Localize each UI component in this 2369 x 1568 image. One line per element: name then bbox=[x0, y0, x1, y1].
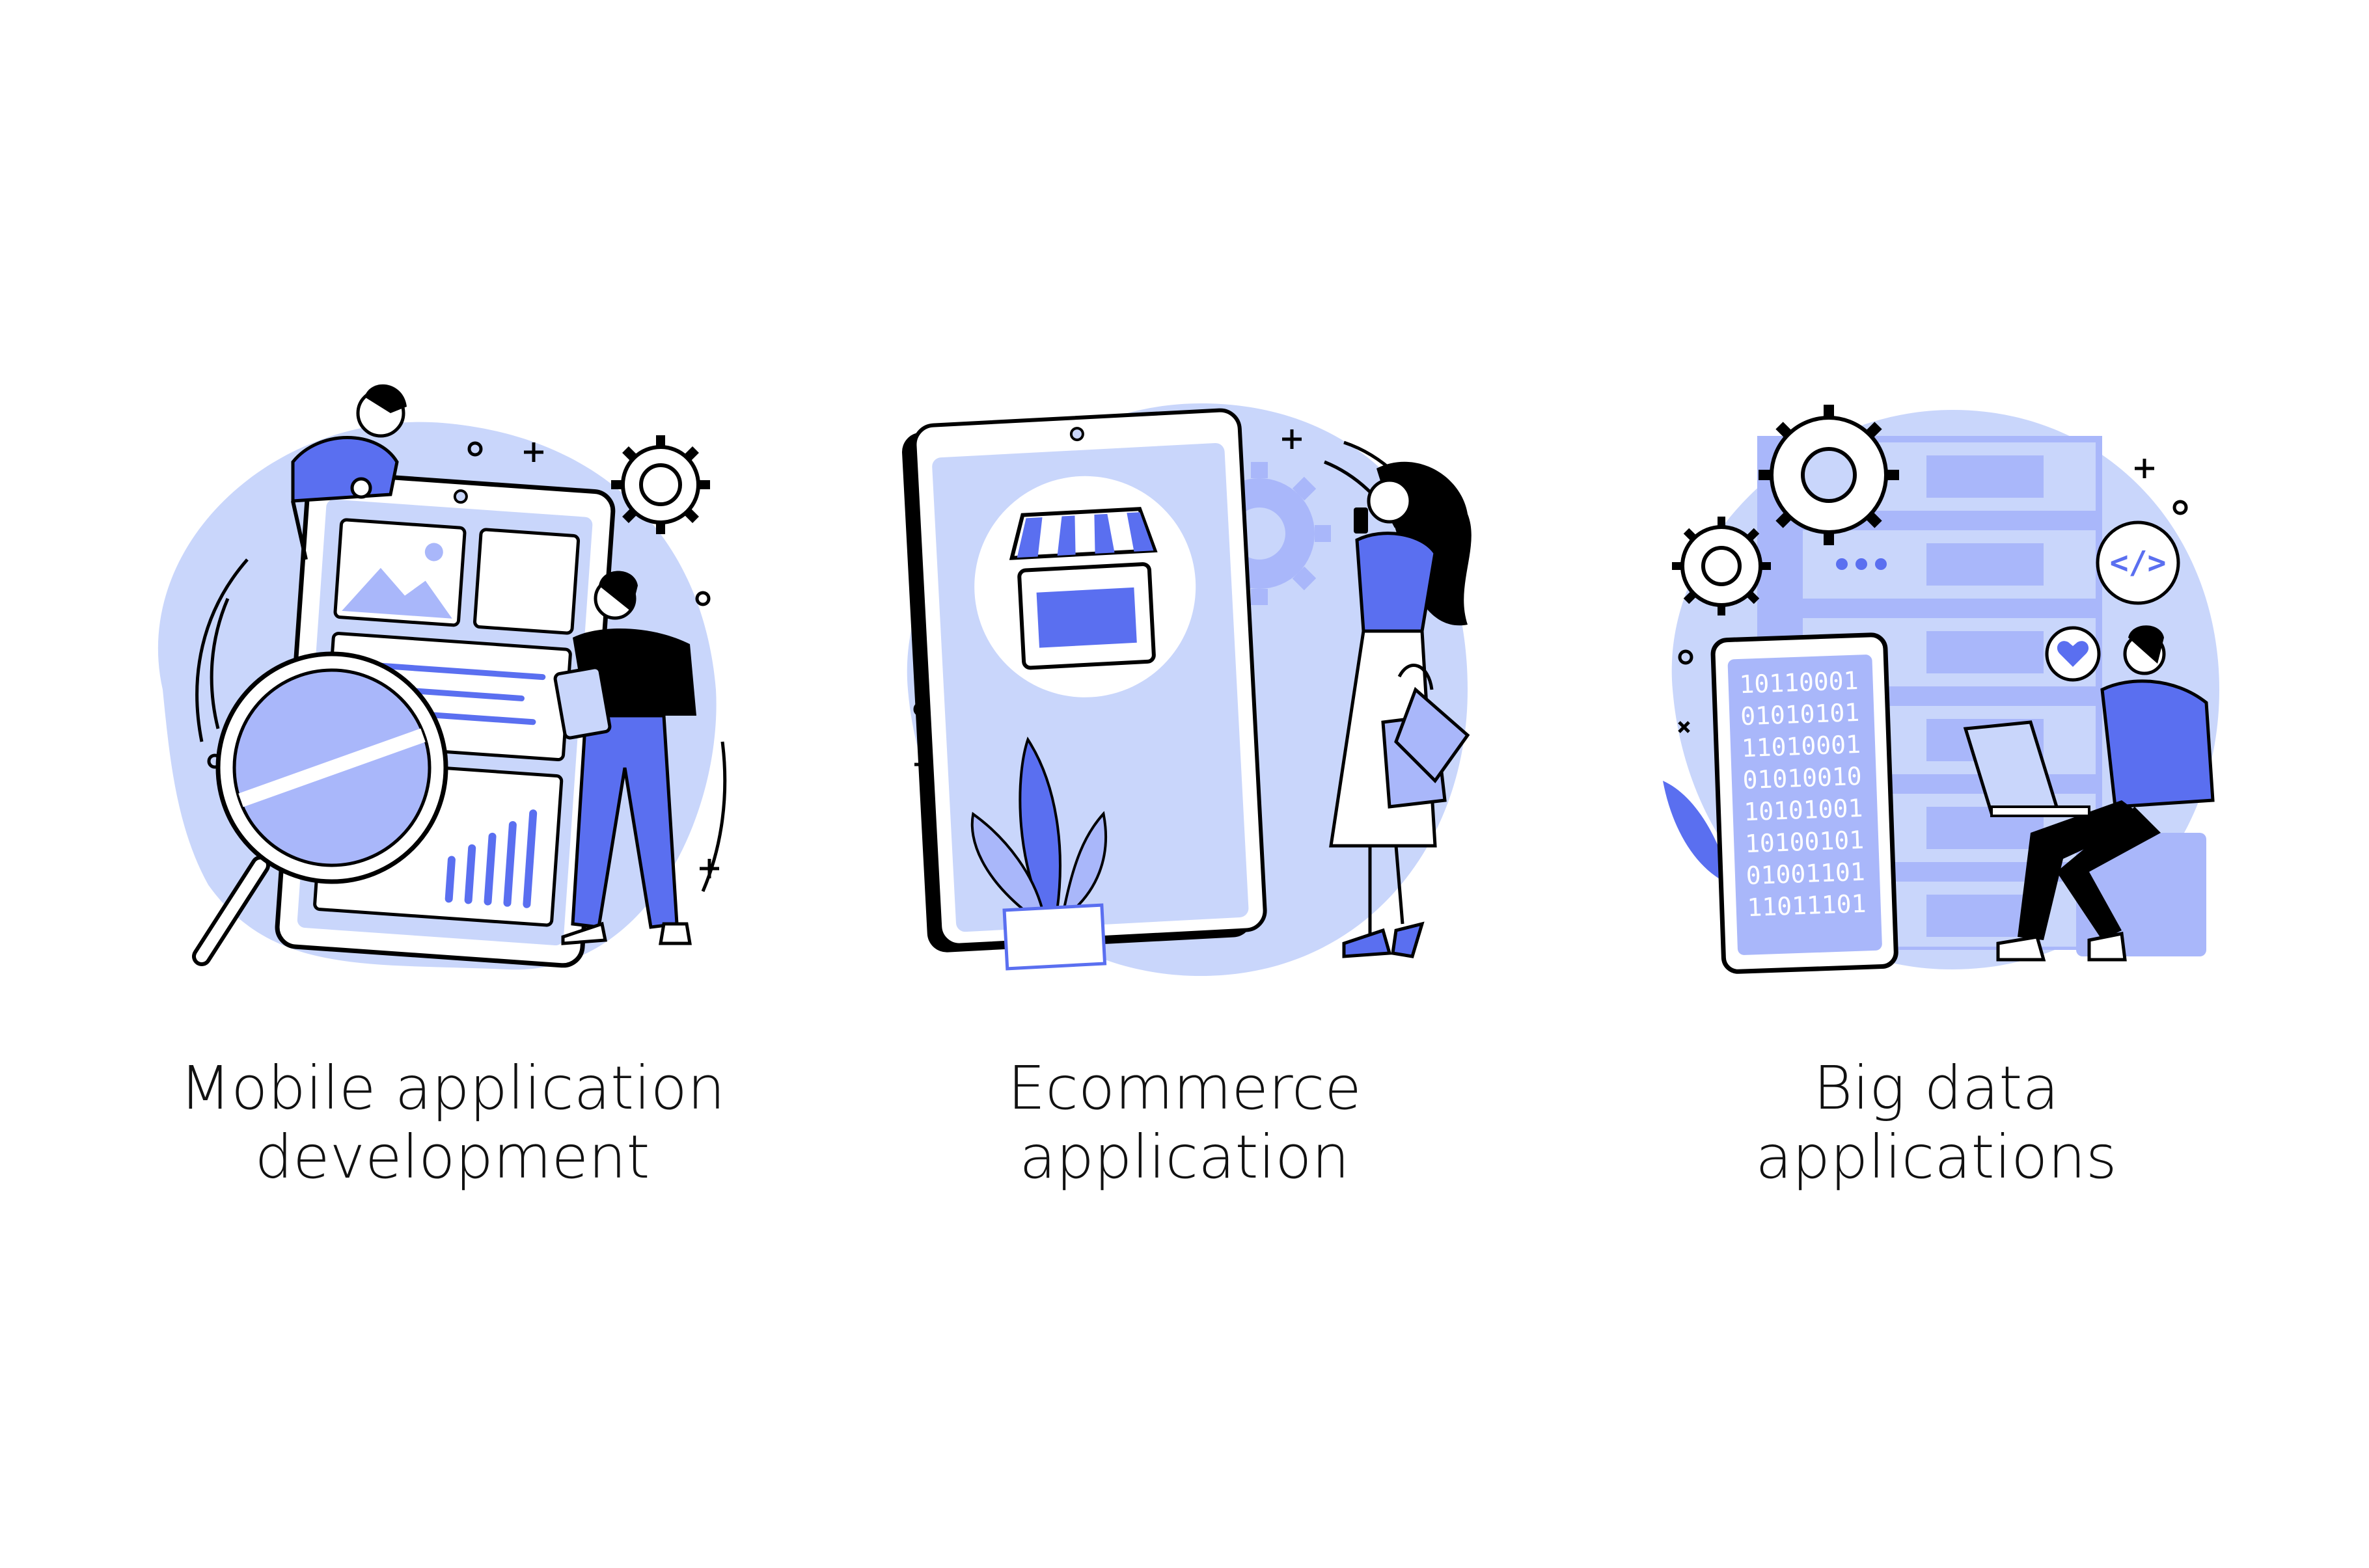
caption-line-1: Big data bbox=[1813, 1053, 2059, 1123]
caption-line-2: applications bbox=[1755, 1122, 2117, 1192]
mobile-app-development-icon bbox=[157, 384, 727, 970]
binary-readout: 10110001 01010101 11010001 01010010 1010… bbox=[1730, 664, 1876, 924]
caption-ecommerce: Ecommerce application bbox=[810, 1054, 1559, 1192]
caption-mobile-app: Mobile application development bbox=[78, 1054, 827, 1192]
binary-row: 10110001 bbox=[1738, 666, 1859, 699]
caption-line-2: application bbox=[1019, 1122, 1350, 1192]
binary-row: 01010010 bbox=[1742, 761, 1863, 795]
illustration-mobile-app: Mobile application development bbox=[78, 0, 827, 1568]
caption-line-1: Mobile application bbox=[179, 1053, 726, 1123]
binary-row: 10100101 bbox=[1744, 825, 1865, 859]
caption-big-data: Big data applications bbox=[1562, 1054, 2310, 1192]
binary-row: 01001101 bbox=[1746, 857, 1866, 891]
big-data-app-icon bbox=[1663, 405, 2219, 974]
binary-row: 01010101 bbox=[1740, 697, 1860, 731]
binary-row: 10101001 bbox=[1743, 793, 1864, 827]
illustration-ecommerce: Ecommerce application bbox=[810, 0, 1559, 1568]
illustration-big-data: 10110001 01010101 11010001 01010010 1010… bbox=[1562, 0, 2310, 1568]
code-badge-text: </> bbox=[2109, 545, 2167, 581]
binary-row: 11011101 bbox=[1746, 889, 1867, 923]
caption-line-1: Ecommerce bbox=[1007, 1053, 1362, 1123]
ecommerce-app-icon bbox=[902, 403, 1472, 976]
binary-row: 11010001 bbox=[1741, 729, 1861, 763]
caption-line-2: development bbox=[254, 1122, 650, 1192]
